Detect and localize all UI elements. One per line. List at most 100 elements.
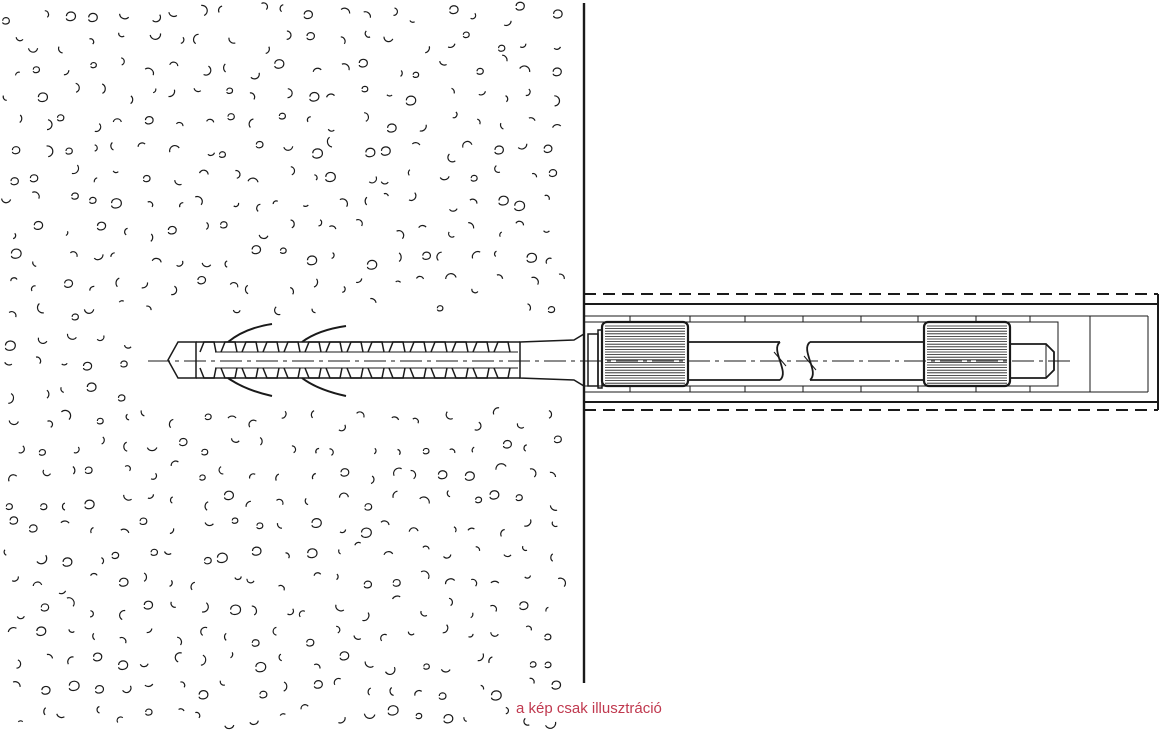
aggregate-pebble: [306, 32, 316, 41]
aggregate-arc: [112, 170, 119, 174]
aggregate-arc: [395, 280, 402, 283]
aggregate-arc: [110, 142, 114, 151]
dowel-tooth-lower: [304, 367, 322, 379]
aggregate-pebble: [449, 5, 459, 15]
aggregate-pebble: [88, 12, 98, 23]
aggregate-pebble: [65, 147, 73, 155]
aggregate-pebble: [255, 661, 267, 673]
aggregate-arc: [224, 260, 228, 268]
screw-and-sleeve: [583, 293, 1159, 411]
aggregate-arc: [549, 505, 558, 511]
aggregate-arc: [409, 20, 415, 23]
aggregate-arc: [119, 13, 130, 20]
aggregate-arc: [505, 706, 510, 715]
aggregate-arc: [224, 724, 235, 730]
aggregate-arc: [219, 680, 225, 686]
aggregate-arc: [318, 219, 323, 227]
dowel-tooth-upper: [451, 341, 469, 353]
aggregate-arc: [363, 11, 372, 18]
aggregate-arc: [278, 653, 283, 662]
dowel-wing-upper-2: [301, 325, 347, 343]
aggregate-pebble: [167, 225, 177, 235]
aggregate-arc: [468, 222, 475, 229]
aggregate-arc: [313, 663, 321, 669]
dowel-tooth-upper: [220, 341, 238, 353]
aggregate-arc: [141, 282, 149, 289]
aggregate-pebble: [552, 67, 562, 77]
aggregate-arc: [524, 519, 532, 527]
dowel-tooth-upper: [367, 341, 385, 353]
aggregate-arc: [519, 65, 531, 73]
aggregate-arc: [190, 581, 196, 591]
aggregate-arc: [12, 232, 17, 240]
aggregate-arc: [66, 333, 77, 340]
aggregate-arc: [422, 545, 430, 550]
aggregate-arc: [545, 257, 552, 264]
aggregate-arc: [503, 554, 512, 558]
aggregate-pebble: [84, 466, 93, 475]
aggregate-arc: [232, 309, 241, 314]
aggregate-pebble: [489, 490, 500, 500]
aggregate-arc: [356, 411, 365, 418]
aggregate-pebble: [36, 626, 47, 637]
aggregate-arc: [338, 549, 341, 555]
aggregate-pebble: [498, 195, 509, 206]
aggregate-arc: [339, 529, 347, 534]
aggregate-arc: [314, 174, 318, 181]
aggregate-arc: [223, 632, 227, 641]
aggregate-arc: [420, 570, 430, 580]
concrete-aggregate-texture: [1, 1, 567, 730]
aggregate-arc: [480, 684, 485, 690]
aggregate-arc: [333, 677, 341, 686]
aggregate-pebble: [415, 712, 423, 720]
aggregate-arc: [471, 250, 481, 259]
aggregate-arc: [248, 118, 254, 128]
aggregate-arc: [151, 257, 162, 263]
aggregate-arc: [247, 177, 259, 183]
aggregate-pebble: [119, 577, 129, 587]
aggregate-pebble: [178, 437, 188, 447]
aggregate-pebble: [423, 663, 430, 670]
aggregate-arc: [146, 447, 158, 452]
aggregate-pebble: [309, 91, 320, 102]
aggregate-pebble: [436, 305, 444, 312]
aggregate-pebble: [476, 67, 484, 75]
aggregate-arc: [391, 595, 401, 600]
aggregate-arc: [515, 220, 525, 226]
aggregate-arc: [415, 275, 425, 280]
aggregate-arc: [499, 231, 503, 238]
aggregate-pebble: [279, 247, 287, 254]
aggregate-arc: [355, 278, 363, 284]
aggregate-arc: [436, 251, 442, 261]
aggregate-arc: [152, 14, 162, 23]
aggregate-arc: [204, 501, 209, 511]
aggregate-arc: [424, 46, 431, 54]
aggregate-arc: [205, 221, 209, 230]
aggregate-pebble: [325, 171, 336, 183]
aggregate-arc: [58, 590, 67, 595]
aggregate-arc: [206, 118, 215, 123]
aggregate-arc: [335, 604, 345, 612]
aggregate-arc: [445, 411, 453, 420]
aggregate-arc: [311, 472, 316, 480]
aggregate-arc: [383, 36, 394, 43]
aggregate-arc: [407, 169, 411, 176]
aggregate-arc: [8, 420, 19, 426]
aggregate-arc: [35, 356, 42, 364]
aggregate-pebble: [33, 220, 44, 230]
aggregate-arc: [414, 690, 423, 696]
aggregate-arc: [251, 605, 258, 616]
aggregate-pebble: [230, 604, 242, 616]
aggregate-arc: [168, 418, 174, 428]
dowel-wing-lower-2: [301, 377, 347, 397]
dowel-tooth-lower: [493, 367, 511, 379]
aggregate-arc: [246, 578, 255, 584]
aggregate-pebble: [340, 468, 350, 477]
aggregate-arc: [169, 579, 173, 587]
aggregate-arc: [340, 36, 346, 45]
aggregate-arc: [478, 90, 486, 96]
dowel-tooth-lower: [262, 367, 280, 379]
aggregate-arc: [125, 413, 130, 421]
aggregate-pebble: [40, 603, 50, 612]
aggregate-arc: [364, 30, 371, 38]
